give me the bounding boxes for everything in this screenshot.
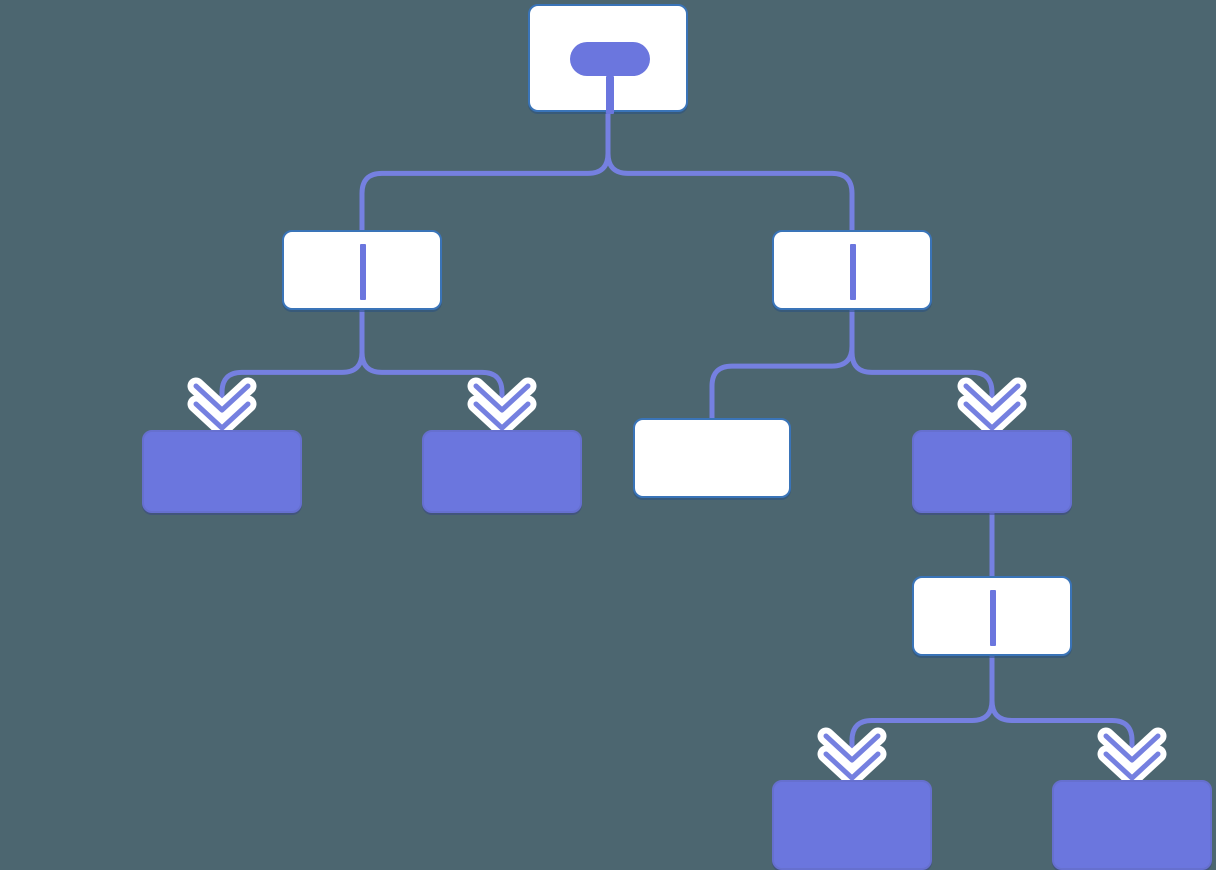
arrowhead-outline (817, 727, 887, 769)
arrowhead-outline (187, 377, 257, 419)
arrowhead-chevron (963, 383, 1021, 413)
edge-root-to-branch-left (359, 112, 611, 230)
arrowhead-outline (957, 377, 1027, 419)
edge-line (989, 656, 1135, 758)
node-redacted-line (850, 244, 856, 300)
root-node[interactable] (528, 4, 688, 114)
node-content (424, 432, 580, 511)
arrowhead-chevron (193, 401, 251, 431)
node-content (530, 6, 686, 114)
leaf-node-5[interactable] (1052, 780, 1212, 870)
edge-branch-lower-to-leaf-5 (989, 656, 1167, 787)
edge-line (359, 310, 505, 408)
edge-line (709, 310, 855, 418)
node-content (1054, 782, 1210, 868)
edge-line (849, 310, 995, 408)
arrowhead-outline (467, 395, 537, 437)
arrowhead-chevron (823, 733, 881, 763)
leaf-node-1[interactable] (142, 430, 302, 513)
arrowhead-outline (957, 395, 1027, 437)
leaf-node-4[interactable] (772, 780, 932, 870)
node-content (144, 432, 300, 511)
arrowhead-outline (467, 377, 537, 419)
arrowhead-chevron (1103, 733, 1161, 763)
node-content (774, 232, 930, 308)
branch-node-left[interactable] (282, 230, 442, 310)
edge-branch-right-to-empty (709, 310, 855, 418)
node-content (774, 782, 930, 868)
arrowhead-outline (817, 745, 887, 787)
edge-branch-right-to-leaf-3 (849, 310, 1027, 437)
arrowhead-outline (187, 395, 257, 437)
node-content (284, 232, 440, 308)
arrowhead-chevron (1103, 751, 1161, 781)
arrowhead-outline (1097, 745, 1167, 787)
leaf-node-3[interactable] (912, 430, 1072, 513)
arrowhead-chevron (473, 383, 531, 413)
node-redacted-line (360, 244, 366, 300)
arrowhead-chevron (473, 401, 531, 431)
node-content (914, 432, 1070, 511)
arrowhead-chevron (963, 401, 1021, 431)
node-redacted-line (606, 76, 614, 114)
edge-branch-lower-to-leaf-4 (817, 656, 995, 787)
node-redacted-line (990, 590, 996, 646)
arrowhead-chevron (193, 383, 251, 413)
arrowhead-outline (1097, 727, 1167, 769)
edge-line (219, 310, 365, 408)
branch-node-lower[interactable] (912, 576, 1072, 656)
edge-line (605, 112, 855, 230)
edge-branch-left-to-leaf-2 (359, 310, 537, 437)
node-content (914, 578, 1070, 654)
empty-node[interactable] (633, 418, 791, 498)
edge-branch-left-to-leaf-1 (187, 310, 365, 437)
leaf-node-2[interactable] (422, 430, 582, 513)
edge-root-to-branch-right (605, 112, 855, 230)
edge-line (359, 112, 611, 230)
edge-line (849, 656, 995, 758)
arrowhead-chevron (823, 751, 881, 781)
node-redacted-pill (570, 42, 650, 76)
branch-node-right[interactable] (772, 230, 932, 310)
node-content (635, 420, 789, 496)
